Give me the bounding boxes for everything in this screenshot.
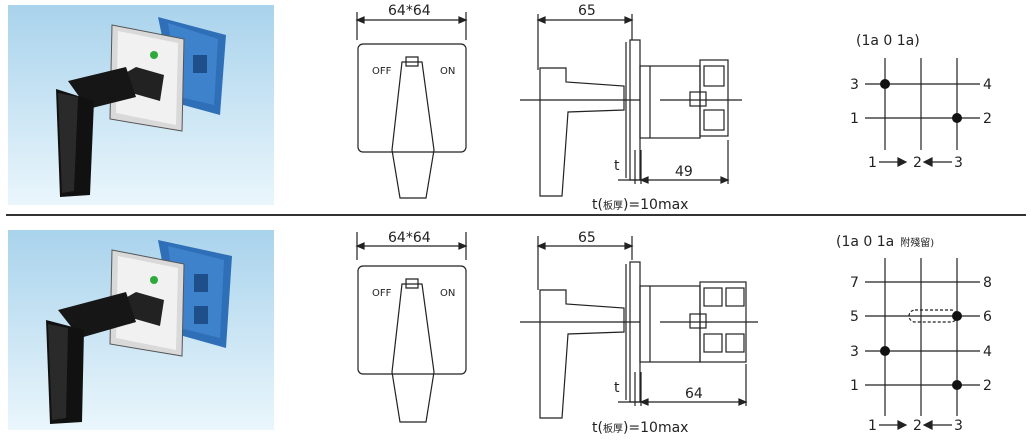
terminal-left: 3 [850, 344, 859, 360]
terminal-right: 6 [983, 309, 992, 325]
technical-drawing-2: 64*64 OFF ON 65 64 t t(板厚)=10max [355, 230, 992, 436]
contact-diagram [865, 58, 980, 167]
contact-dot [952, 311, 962, 321]
off-label: OFF [372, 66, 392, 77]
front-dimension-label: 64*64 [388, 230, 431, 246]
rotary-switch-photo [8, 5, 274, 205]
thickness-note: t(板厚)=10max [592, 420, 688, 436]
position-label: 3 [954, 155, 963, 171]
front-view [355, 12, 468, 199]
row-divider [6, 214, 1026, 216]
terminal-right: 4 [983, 344, 992, 360]
position-label: 1 [868, 418, 877, 434]
terminal-right: 4 [983, 77, 992, 93]
rotary-switch-photo [8, 230, 274, 430]
contact-diagram [865, 258, 980, 430]
position-label: 3 [954, 418, 963, 434]
position-label: 2 [913, 418, 922, 434]
side-dimension-label: 65 [578, 230, 596, 246]
terminal-right: 8 [983, 275, 992, 291]
side-view [520, 14, 742, 197]
thickness-symbol: t [614, 158, 620, 174]
on-label: ON [440, 288, 455, 299]
terminal-left: 7 [850, 275, 859, 291]
contact-dot [952, 113, 962, 123]
switch-row-1: 64*64 OFF ON 65 49 t t(板厚)=10max [0, 0, 1031, 220]
contact-dot [880, 346, 890, 356]
contact-dot [880, 79, 890, 89]
product-photo-1 [8, 5, 274, 205]
depth-dimension-label: 49 [675, 164, 693, 180]
front-dimension-label: 64*64 [388, 3, 431, 19]
depth-dimension-label: 64 [685, 386, 703, 402]
terminal-left: 5 [850, 309, 859, 325]
product-photo-2 [8, 230, 274, 430]
front-view [355, 232, 468, 423]
position-label: 1 [868, 155, 877, 171]
contact-header: (1a 0 1a) [856, 33, 920, 49]
terminal-right: 2 [983, 111, 992, 127]
switch-row-2: 64*64 OFF ON 65 64 t t(板厚)=10max [0, 220, 1031, 440]
side-dimension-label: 65 [578, 3, 596, 19]
terminal-right: 2 [983, 378, 992, 394]
off-label: OFF [372, 288, 392, 299]
terminal-left: 1 [850, 111, 859, 127]
thickness-symbol: t [614, 380, 620, 396]
technical-drawing-1: 64*64 OFF ON 65 49 t t(板厚)=10max [355, 3, 992, 213]
on-label: ON [440, 66, 455, 77]
thickness-note: t(板厚)=10max [592, 197, 688, 213]
terminal-left: 1 [850, 378, 859, 394]
terminal-left: 3 [850, 77, 859, 93]
contact-dot [952, 380, 962, 390]
position-label: 2 [913, 155, 922, 171]
side-view [520, 236, 758, 419]
